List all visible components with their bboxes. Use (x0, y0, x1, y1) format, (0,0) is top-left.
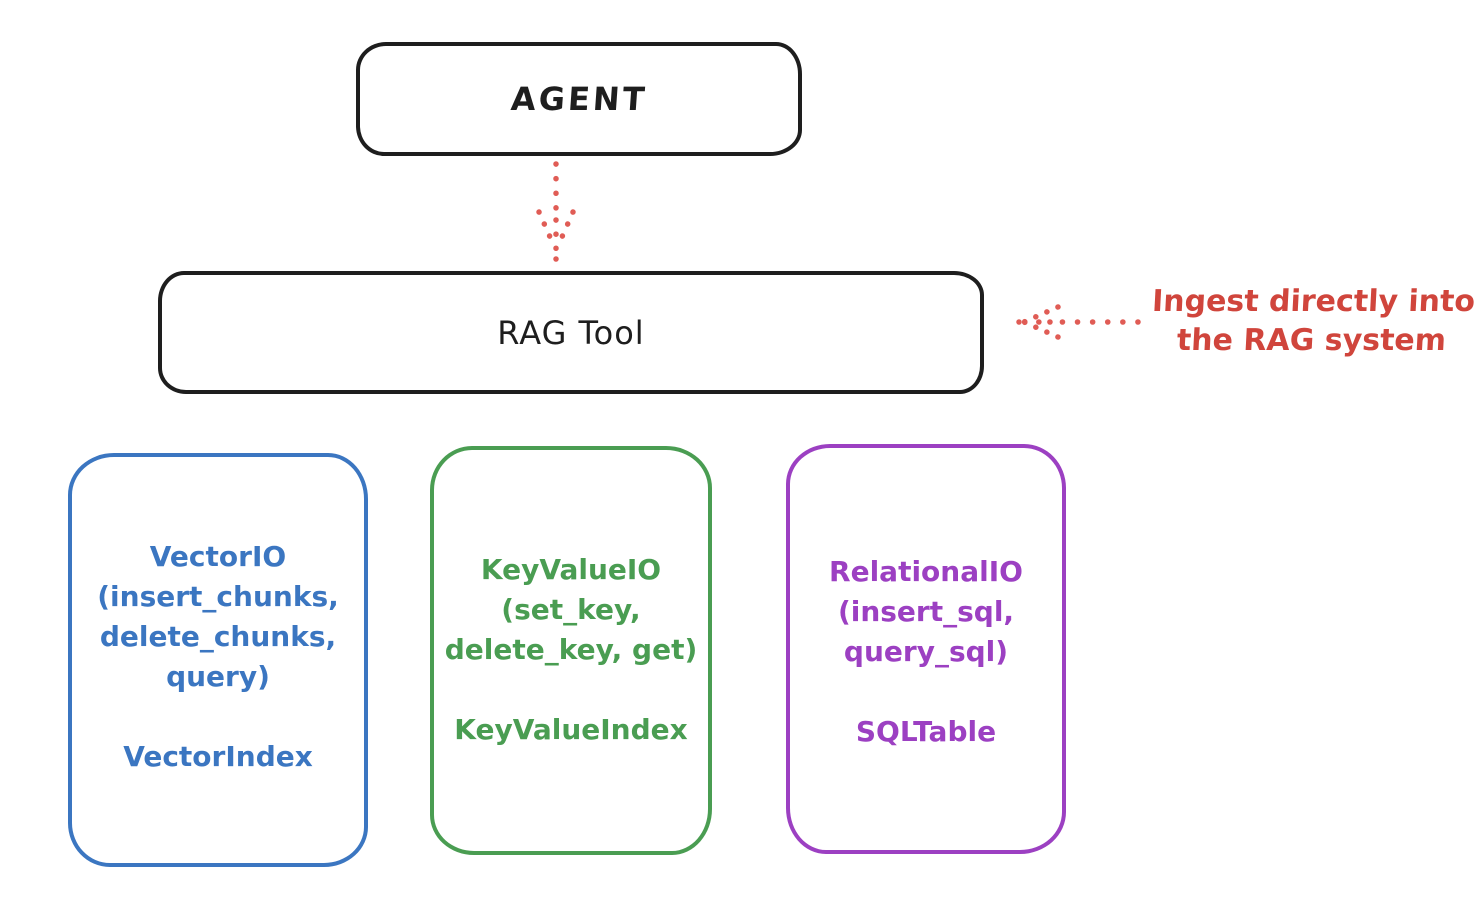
relational-io-box: RelationalIO (insert_sql, query_sql) SQL… (786, 444, 1066, 854)
keyvalue-index-label: KeyValueIndex (454, 713, 688, 746)
keyvalue-io-label: KeyValueIO (set_key, delete_key, get) (444, 553, 698, 666)
keyvalue-io-box: KeyValueIO (set_key, delete_key, get) Ke… (430, 446, 712, 855)
ingest-annotation-line1: Ingest directly into (1151, 284, 1476, 319)
dotted-arrow-down-icon (536, 161, 576, 262)
rag-tool-box: RAG Tool (158, 271, 984, 394)
vector-io-box: VectorIO (insert_chunks, delete_chunks, … (68, 453, 368, 867)
relational-io-label: RelationalIO (insert_sql, query_sql) (829, 555, 1023, 668)
dotted-arrow-left-icon (1016, 304, 1141, 340)
rag-tool-label: RAG Tool (497, 313, 645, 352)
agent-label: AGENT (509, 80, 649, 118)
agent-box: AGENT (356, 42, 802, 156)
sql-table-label: SQLTable (855, 715, 997, 748)
ingest-annotation: Ingest directly into the RAG system (1138, 282, 1484, 360)
vector-io-label: VectorIO (insert_chunks, delete_chunks, … (97, 540, 339, 693)
vector-index-label: VectorIndex (123, 740, 313, 773)
ingest-annotation-line2: the RAG system (1176, 323, 1447, 358)
